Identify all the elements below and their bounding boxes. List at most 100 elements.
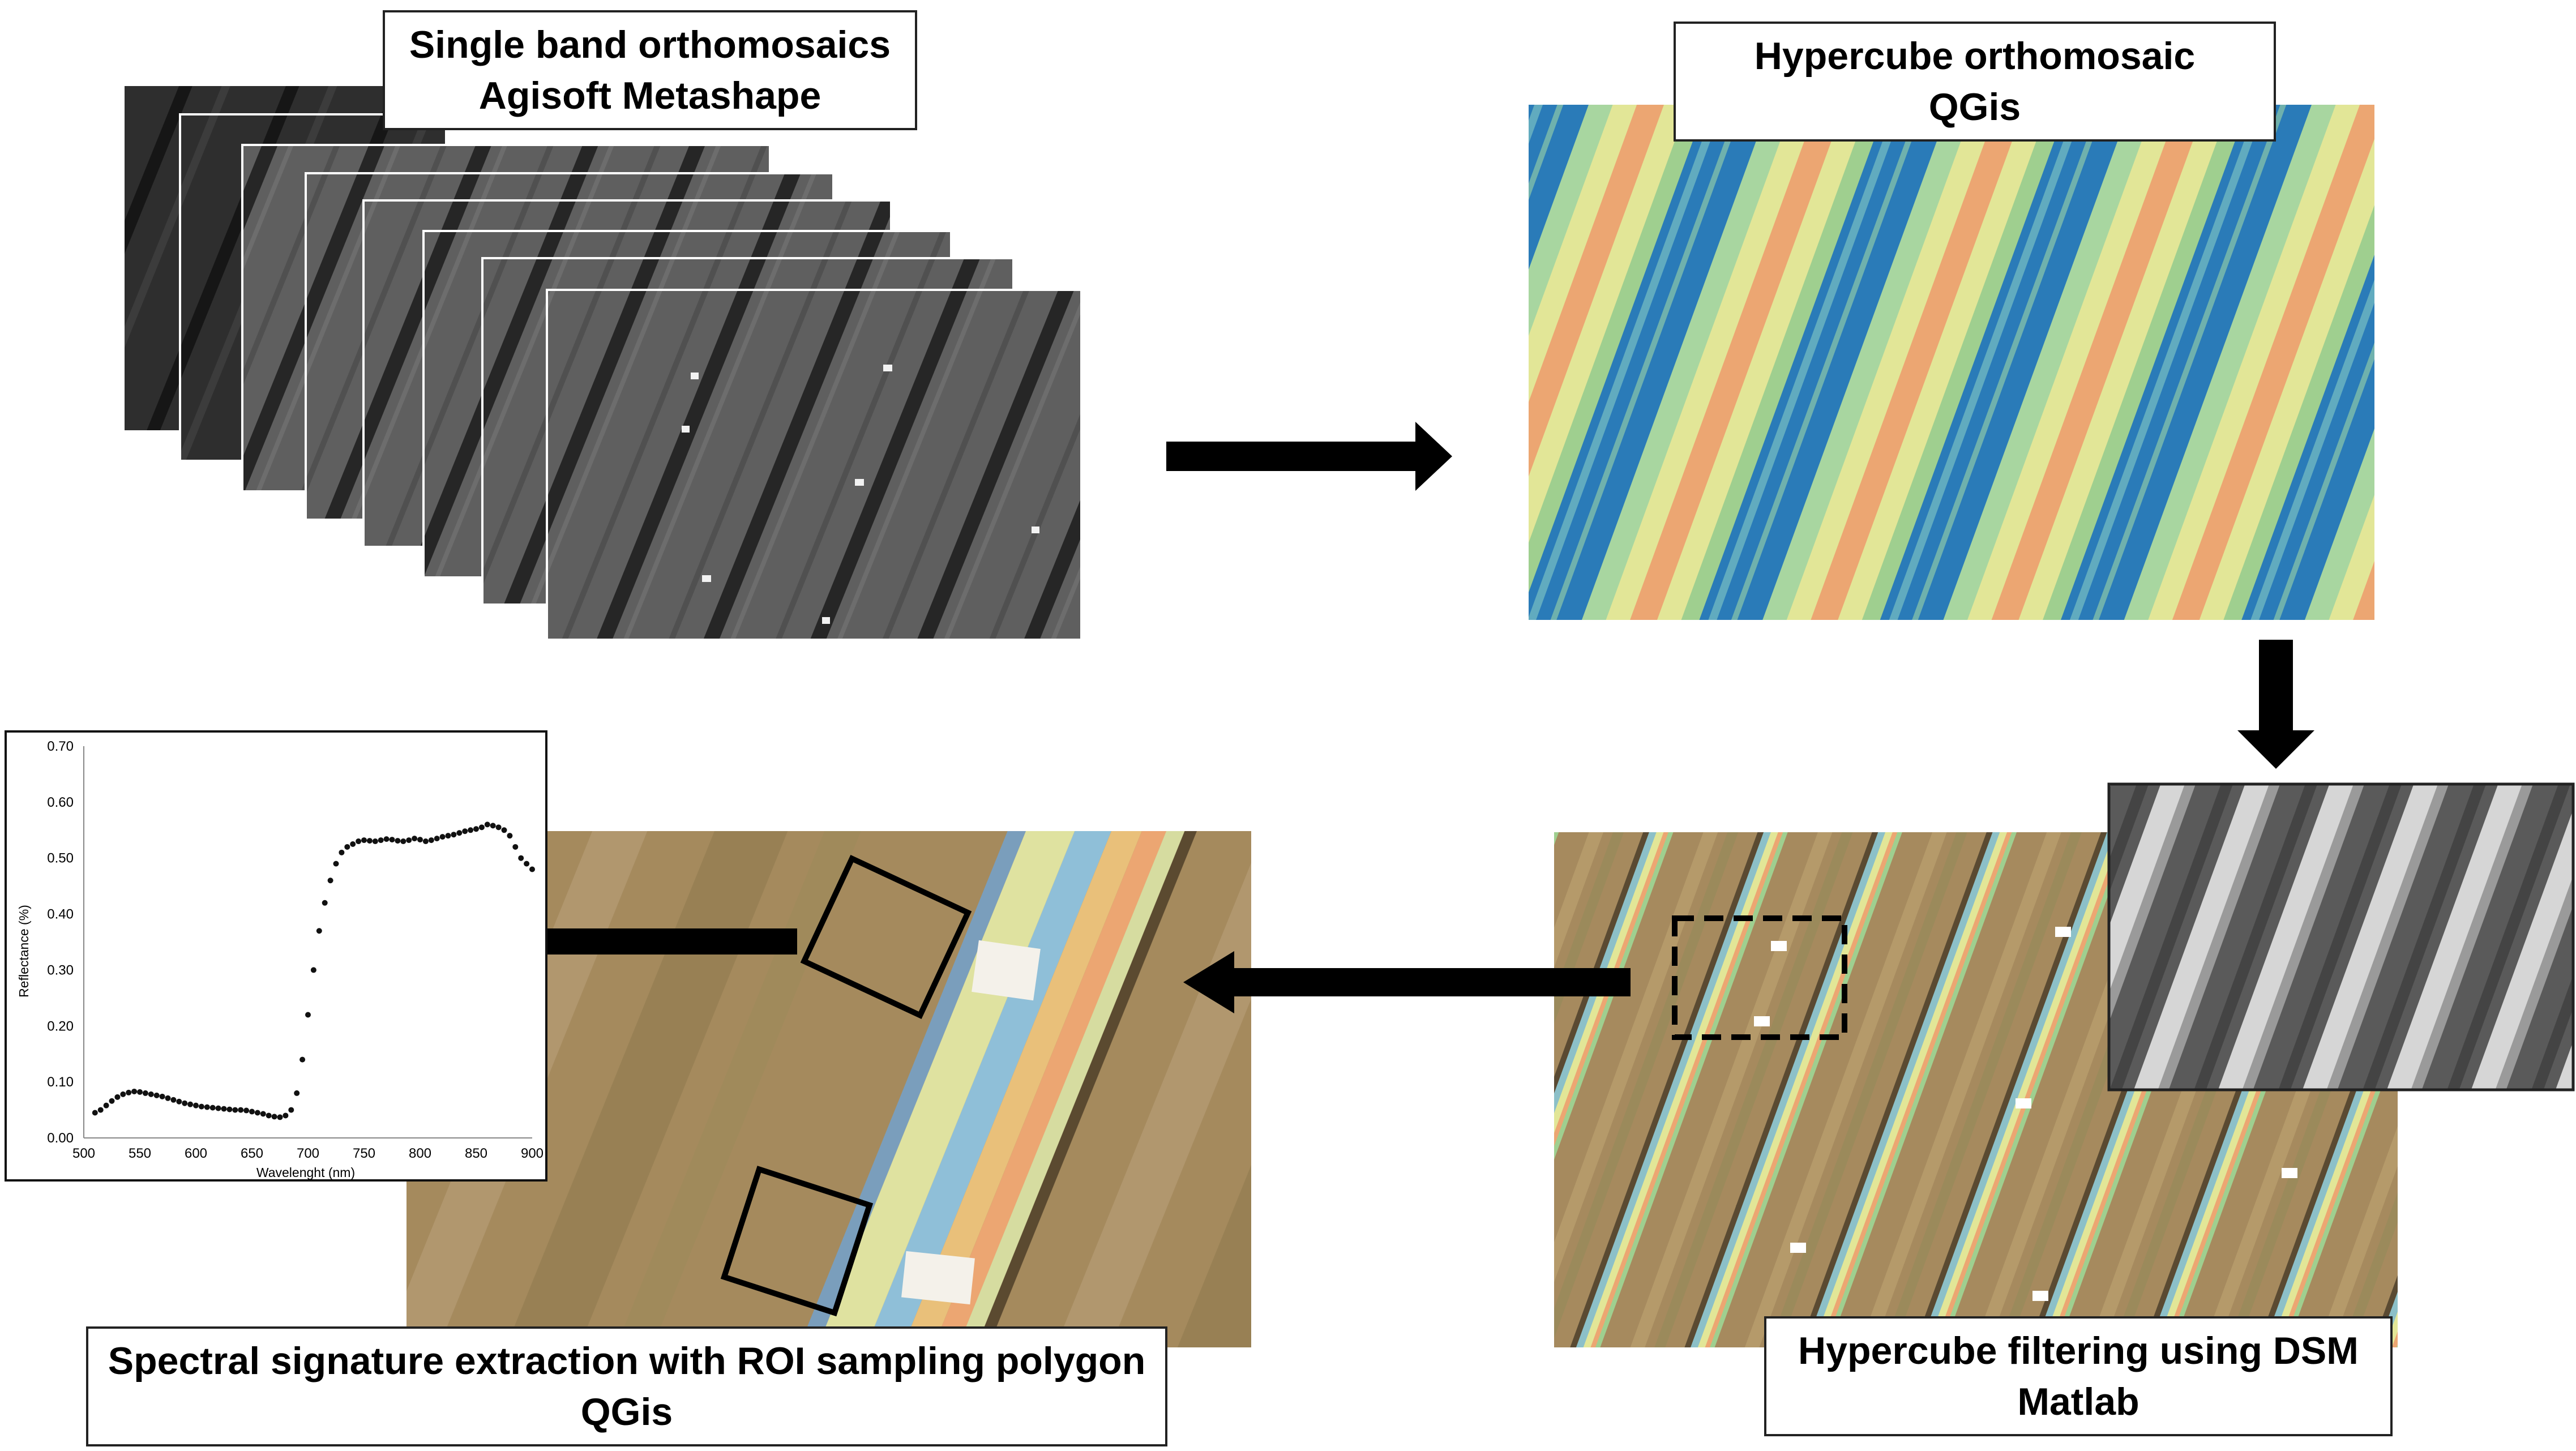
chart-point [344, 844, 350, 850]
single-band-stack [122, 84, 1082, 641]
chart-point [249, 1108, 255, 1115]
chart-axes [83, 746, 532, 1138]
chart-point [412, 836, 418, 842]
chart-point [524, 861, 530, 867]
chart-x-tick-label: 700 [297, 1146, 319, 1161]
chart-point [406, 837, 412, 844]
chart-point [456, 830, 463, 836]
chart-point [126, 1089, 132, 1095]
label-spectral-line1: Spectral signature extraction with ROI s… [108, 1339, 1146, 1382]
chart-point [529, 866, 535, 872]
chart-point [142, 1090, 148, 1096]
chart-y-tick-label: 0.00 [47, 1131, 74, 1146]
chart-point [439, 834, 446, 840]
chart-point [378, 837, 384, 844]
arrow-left-large [1183, 951, 1631, 1013]
label-hypercube-line1: Hypercube orthomosaic [1754, 35, 2196, 78]
chart-x-tick-label: 650 [241, 1146, 263, 1161]
chart-x-tick-label: 750 [353, 1146, 375, 1161]
chart-point [445, 833, 451, 839]
roi-dashed-box [1672, 915, 1847, 1040]
arrows [491, 422, 2314, 1013]
chart-point [299, 1056, 306, 1063]
chart-y-tick-label: 0.30 [47, 962, 74, 978]
chart-point [148, 1091, 154, 1097]
roi-polygon-2 [720, 1166, 874, 1317]
chart-point [395, 838, 401, 844]
chart-point [310, 967, 316, 973]
calibration-targets [682, 365, 1039, 624]
chart-point [400, 838, 406, 845]
chart-point [153, 1092, 160, 1098]
chart-point [198, 1103, 204, 1110]
chart-point [512, 844, 519, 850]
chart-point [226, 1106, 233, 1112]
chart-point [182, 1100, 188, 1106]
chart-x-tick-label: 550 [129, 1146, 151, 1161]
chart-point [131, 1088, 138, 1094]
label-filtering-line2: Matlab [2017, 1380, 2139, 1423]
chart-y-tick-label: 0.70 [47, 739, 74, 754]
chart-point [305, 1012, 311, 1018]
label-spectral-line2: QGis [580, 1390, 673, 1433]
dsm-inset-image [2109, 784, 2573, 1090]
chart-point [422, 838, 429, 845]
chart-point [232, 1107, 238, 1113]
label-hypercube-line2: QGis [1928, 85, 2021, 129]
chart-point [501, 827, 507, 833]
chart-point [109, 1098, 115, 1104]
chart-point [495, 824, 502, 831]
chart-point [260, 1111, 266, 1117]
chart-point [468, 827, 474, 833]
label-single-band-line1: Single band orthomosaics [409, 23, 891, 66]
chart-points [92, 821, 535, 1120]
chart-point [478, 824, 485, 831]
label-filtering: Hypercube filtering using DSM Matlab [1764, 1316, 2393, 1436]
chart-point [283, 1112, 289, 1119]
chart-point [204, 1104, 210, 1110]
chart-y-tick-label: 0.60 [47, 795, 74, 810]
chart-point [209, 1105, 216, 1111]
chart-point [473, 826, 479, 832]
chart-point [372, 838, 378, 845]
chart-point [339, 849, 345, 855]
chart-point [170, 1097, 177, 1103]
chart-point [434, 836, 440, 842]
label-single-band: Single band orthomosaics Agisoft Metasha… [383, 10, 917, 130]
chart-point [383, 836, 390, 842]
chart-point [288, 1107, 294, 1113]
chart-x-axis-label: Wavelenght (nm) [256, 1165, 355, 1180]
chart-point [356, 838, 362, 845]
chart-point [327, 878, 333, 884]
chart-point [417, 837, 423, 843]
chart-point [137, 1089, 143, 1095]
chart-y-axis-label: Reflectance (%) [16, 905, 31, 998]
chart-point [159, 1093, 165, 1099]
chart-point [322, 900, 328, 906]
chart-point [316, 928, 322, 934]
hypercube-image [1529, 105, 2374, 620]
label-filtering-line1: Hypercube filtering using DSM [1798, 1329, 2359, 1372]
chart-x-tick-label: 900 [521, 1146, 544, 1161]
band-layer-8 [546, 289, 1082, 641]
chart-point [361, 837, 367, 844]
chart-point [103, 1102, 109, 1108]
chart-point [389, 837, 395, 843]
chart-point [333, 861, 339, 867]
chart-point [215, 1105, 221, 1111]
chart-point [193, 1102, 199, 1108]
chart-point [92, 1110, 98, 1116]
arrow-left-small [491, 914, 797, 969]
arrow-down [2237, 640, 2314, 769]
chart-point [120, 1091, 126, 1097]
chart-point [484, 821, 490, 828]
chart-point [294, 1090, 300, 1096]
chart-point [176, 1098, 182, 1105]
chart-point [507, 833, 513, 839]
chart-y-tick-label: 0.50 [47, 851, 74, 866]
chart-point [254, 1110, 260, 1116]
